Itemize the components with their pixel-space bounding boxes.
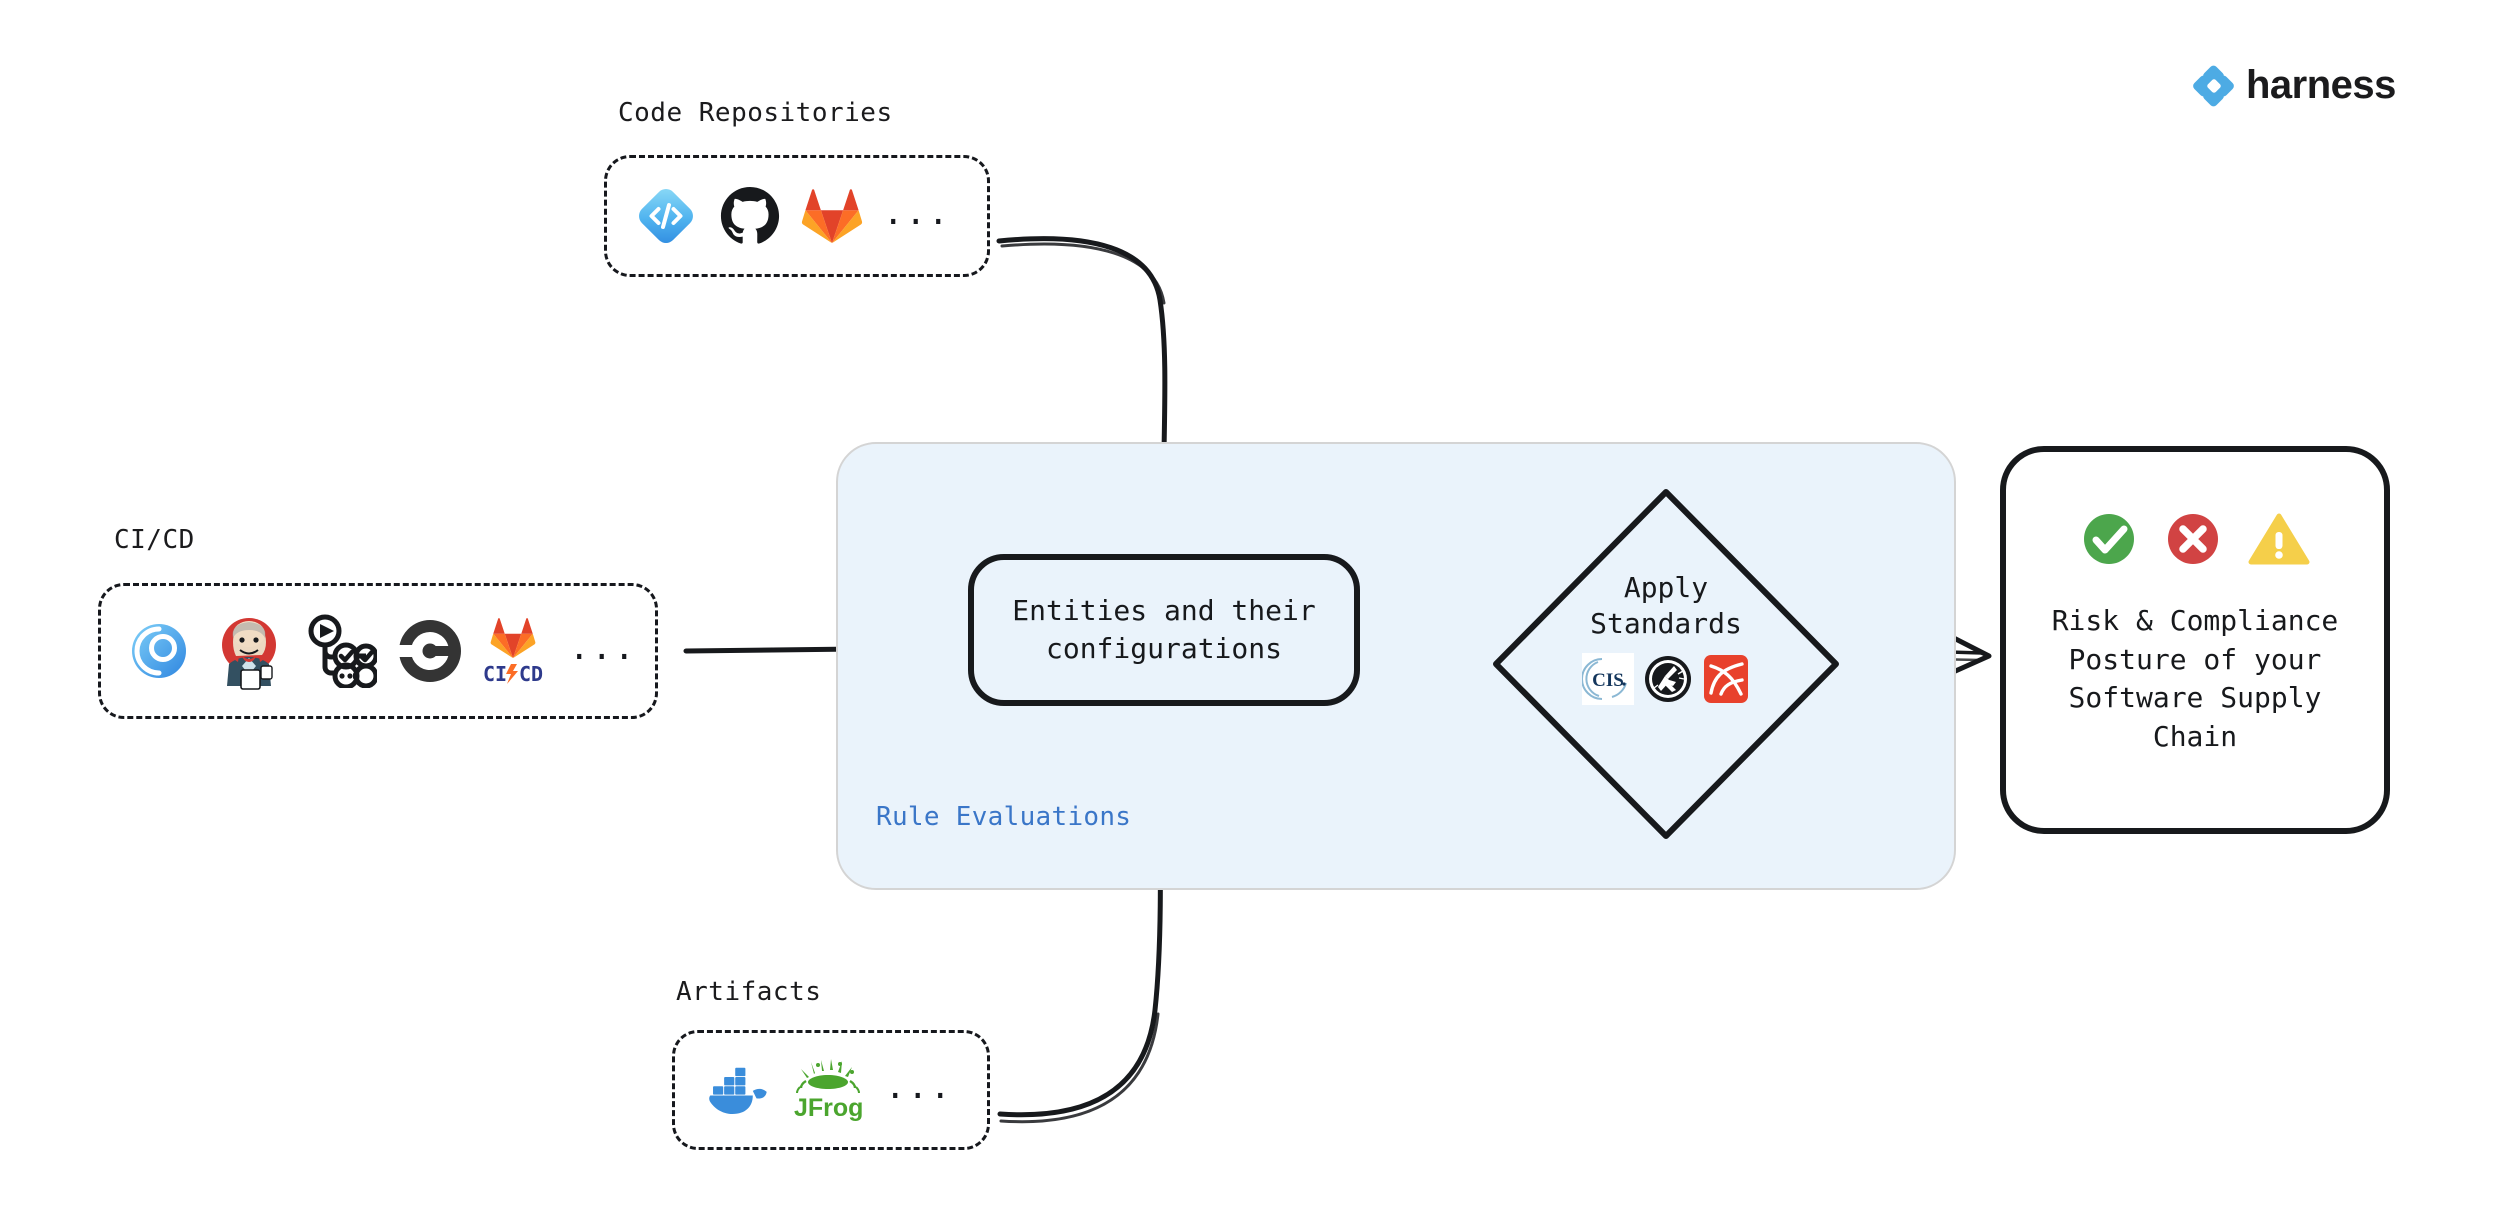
harness-logo: harness bbox=[2192, 63, 2396, 108]
code-repositories-icons: ... bbox=[633, 183, 950, 249]
svg-text:CIS: CIS bbox=[1592, 670, 1624, 691]
output-box-text: Risk & Compliance Posture of your Softwa… bbox=[2051, 604, 2339, 753]
artifacts-label: Artifacts bbox=[676, 977, 822, 1007]
svg-text:JFrog: JFrog bbox=[794, 1094, 863, 1121]
risk-compliance-output-box: Risk & Compliance Posture of your Softwa… bbox=[2000, 446, 2390, 834]
code-repositories-box: ... bbox=[604, 155, 990, 277]
slsa-icon bbox=[1704, 654, 1748, 703]
ci-cd-label: CI/CD bbox=[114, 525, 195, 555]
gitlab-fox-icon bbox=[490, 618, 536, 659]
entities-box-text: Entities and their configurations bbox=[1012, 594, 1316, 665]
cis-icon: CIS bbox=[1582, 652, 1634, 705]
harness-ci-icon bbox=[132, 624, 186, 678]
standards-logos: CIS bbox=[1582, 652, 1750, 705]
apply-standards-text: Apply Standards bbox=[1590, 571, 1742, 641]
ci-cd-ellipsis: ... bbox=[569, 628, 637, 668]
ci-cd-icons: CI CD ... bbox=[125, 612, 636, 690]
jenkins-icon bbox=[222, 618, 276, 690]
jfrog-icon: JFrog bbox=[793, 1059, 863, 1121]
code-repositories-ellipsis: ... bbox=[883, 193, 951, 233]
ci-cd-box: CI CD ... bbox=[98, 583, 658, 719]
jfrog-splash-icon bbox=[796, 1059, 860, 1093]
circleci-icon bbox=[397, 620, 461, 682]
artifacts-box: JFrog ... bbox=[672, 1030, 990, 1150]
svg-text:CD: CD bbox=[519, 662, 543, 686]
code-repositories-label: Code Repositories bbox=[618, 98, 893, 128]
harness-wordmark: harness bbox=[2246, 63, 2396, 107]
x-circle-icon bbox=[2168, 514, 2218, 564]
openssf-icon bbox=[1645, 655, 1691, 702]
docker-icon bbox=[709, 1067, 767, 1115]
harness-code-icon bbox=[639, 189, 693, 243]
rule-evaluations-label: Rule Evaluations bbox=[876, 802, 1132, 832]
artifacts-icons: JFrog ... bbox=[701, 1059, 952, 1121]
check-circle-icon bbox=[2084, 514, 2134, 564]
entities-and-configurations-box: Entities and their configurations bbox=[968, 554, 1360, 706]
jfrog-wordmark: JFrog bbox=[794, 1094, 863, 1121]
status-icons bbox=[2080, 510, 2310, 568]
apply-standards-diamond: Apply Standards CIS bbox=[1486, 484, 1846, 844]
gitlab-icon bbox=[801, 189, 863, 244]
harness-diamond-icon bbox=[2193, 65, 2234, 106]
svg-text:CI: CI bbox=[483, 662, 507, 686]
gitlab-cicd-icon: CI CD bbox=[483, 616, 543, 686]
github-actions-icon bbox=[308, 614, 377, 688]
diamond-outline bbox=[1493, 489, 1839, 839]
rule-evaluations-panel bbox=[836, 442, 1956, 890]
warning-triangle-icon bbox=[2248, 513, 2310, 565]
github-icon bbox=[720, 186, 780, 244]
artifacts-ellipsis: ... bbox=[885, 1067, 953, 1107]
gitlab-cicd-caption: CI CD bbox=[483, 662, 543, 686]
